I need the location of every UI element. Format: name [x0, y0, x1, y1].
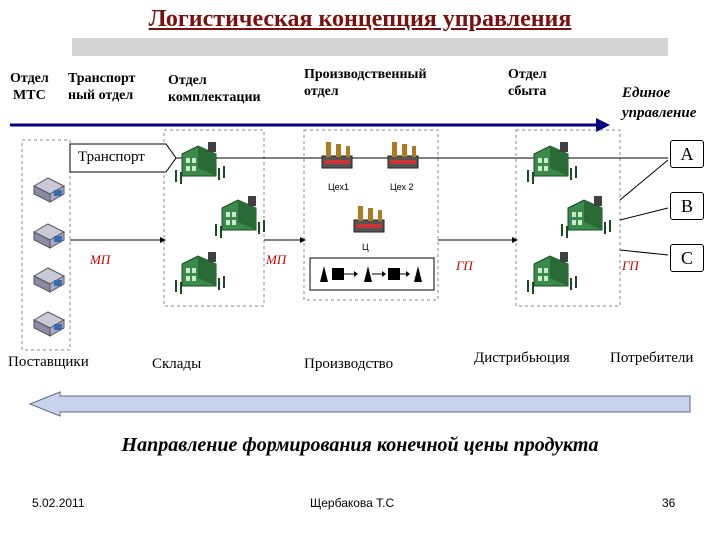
unified-management-label: Единое управление	[622, 85, 697, 121]
mp-label-2: МП	[266, 252, 287, 267]
dept-komplekt-label: Отдел комплектации	[168, 73, 261, 105]
shop-c-label: Ц	[362, 242, 369, 252]
supplier-icon-4	[33, 311, 65, 337]
shop2-label: Цех 2	[390, 182, 414, 192]
gp-label-2: ГП	[622, 258, 639, 273]
stage-warehouses: Склады	[152, 356, 202, 372]
warehouse-icon-3	[175, 251, 225, 295]
footer-page-number: 36	[662, 496, 676, 510]
price-direction-label: Направление формирования конечной цены п…	[121, 434, 599, 456]
title-underline-bar	[72, 38, 668, 56]
stage-production: Производство	[304, 356, 394, 372]
supplier-icon-3	[33, 267, 65, 293]
distribution-icon-1	[527, 141, 577, 185]
dept-mts-label: Отдел МТС	[10, 71, 49, 103]
consumer-group-c: C	[670, 244, 704, 272]
page-title: Логистическая концепция управления	[148, 6, 572, 32]
consumer-group-a: A	[670, 140, 704, 168]
dept-transport-label: Транспорт ный отдел	[68, 71, 136, 103]
top-flow-arrowhead	[596, 118, 610, 132]
supplier-icon-1	[33, 177, 65, 203]
distribution-box	[515, 129, 621, 307]
warehouses-box	[163, 129, 265, 307]
transport-shape	[69, 143, 177, 173]
mp-label-1: МП	[90, 252, 111, 267]
footer-author: Щербакова Т.С	[310, 496, 395, 510]
footer-date: 5.02.2011	[32, 496, 85, 510]
supplier-icon-2	[33, 223, 65, 249]
gp-label-1: ГП	[456, 258, 473, 273]
stage-consumers: Потребители	[610, 350, 694, 366]
factory-icon-shop1	[321, 141, 353, 169]
price-direction-arrow	[28, 391, 691, 417]
production-box	[303, 129, 439, 301]
warehouse-icon-2	[215, 195, 265, 239]
distribution-icon-2	[561, 195, 611, 239]
stage-suppliers: Поставщики	[8, 354, 89, 370]
distribution-icon-3	[527, 251, 577, 295]
consumer-group-b: B	[670, 192, 704, 220]
suppliers-box	[21, 139, 71, 351]
shop1-label: Цех1	[328, 182, 349, 192]
stage-distribution: Дистрибьюция	[474, 350, 570, 366]
warehouse-icon-1	[175, 141, 225, 185]
transport-label: Транспорт	[78, 149, 145, 165]
dept-sbyt-label: Отдел сбыта	[508, 67, 547, 99]
factory-icon-shop2	[387, 141, 419, 169]
dept-proizv-label: Производственный отдел	[304, 67, 427, 99]
factory-icon-shop-c	[353, 205, 385, 233]
